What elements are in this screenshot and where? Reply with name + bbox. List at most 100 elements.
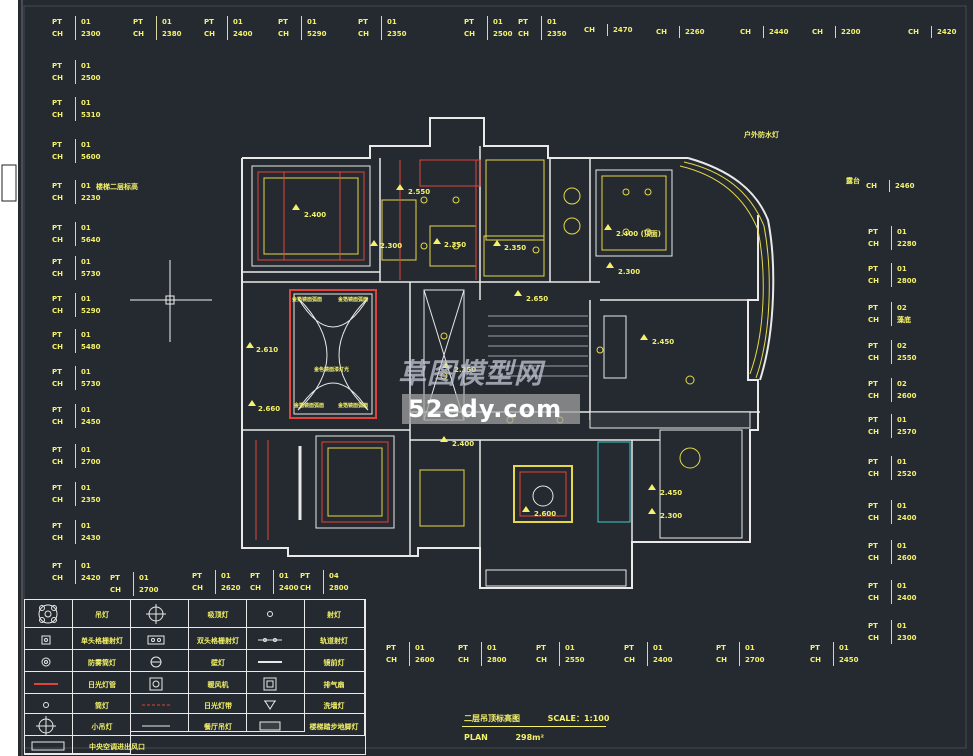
legend-label-ac-vent: 中央空调进出风口: [89, 743, 145, 751]
height-value: 2.400 (顶面): [616, 230, 661, 238]
height-value: 2.350: [444, 241, 467, 249]
legend-label-chandelier: 吊灯: [95, 611, 109, 619]
height-value: 2.650: [526, 295, 549, 303]
drawing-title-text: 二层吊顶标高图: [464, 714, 520, 723]
height-value: 2.300: [660, 512, 683, 520]
height-markers: [246, 184, 656, 514]
height-value: 2.600: [534, 510, 557, 518]
edge-marker: [1, 164, 17, 202]
height-value: 2.450: [652, 338, 675, 346]
watermark-url-box: 52edy.com: [402, 394, 580, 424]
legend-label-ceiling-lamp: 吸顶灯: [207, 611, 229, 619]
height-value: 2.400: [452, 440, 475, 448]
legend-label-spotlight: 射灯: [327, 611, 341, 619]
corridor-band: [589, 411, 751, 429]
exterior-walls: [241, 117, 775, 589]
stair-note: 楼梯二层标高: [96, 183, 138, 191]
legend-label-downlight: 筒灯: [95, 702, 109, 710]
ceiling-label-4: 金箔镜面弧面: [294, 403, 325, 409]
crosshair-cursor-icon: [130, 260, 212, 342]
legend-icons: [31, 604, 282, 751]
lighting-legend: 吊灯 吸顶灯 射灯 单头格栅射灯 双头格栅射灯 轨道射灯 防雾筒灯 壁灯 镜前灯…: [24, 599, 366, 755]
legend-label-wall-lamp: 壁灯: [211, 659, 225, 667]
watermark-text: 草图模型网: [398, 357, 544, 390]
height-value: 2.610: [256, 346, 279, 354]
terrace-label: 露台: [846, 177, 860, 185]
legend-label-heater: 暖风机: [207, 681, 229, 689]
drawing-scale: SCALE：1:100: [547, 714, 610, 723]
drawing-title: 二层吊顶标高图 SCALE：1:100: [464, 713, 609, 724]
ceiling-label-1: 金箔镜面弧面: [292, 297, 323, 303]
legend-label-step-light: 楼梯踏步地脚灯: [309, 723, 359, 731]
legend-label-fluorescent-tube: 日光灯管: [88, 681, 116, 689]
legend-label-wall-washer: 洗墙灯: [323, 702, 345, 710]
height-value: 2.300: [618, 268, 641, 276]
ceiling-outlines: [251, 159, 743, 587]
watermark-url: 52edy.com: [408, 395, 563, 423]
ceiling-label-5: 金箔镜面弧面: [338, 403, 369, 409]
balcony-note: 户外防水灯: [744, 131, 779, 139]
legend-label-light-strip: 日光灯带: [204, 702, 232, 710]
plan-area: 298m²: [515, 733, 544, 742]
plan-label: PLAN: [464, 733, 488, 742]
height-value: 2.300: [380, 242, 403, 250]
height-value: 2.450: [660, 489, 683, 497]
legend-label-dining-pendant: 餐厅吊灯: [204, 723, 232, 731]
legend-label-single-grille: 单头格栅射灯: [81, 637, 123, 645]
stair-hatch: [488, 315, 588, 377]
legend-label-track-spotlight: 轨道射灯: [320, 637, 348, 645]
height-value: 2.400: [304, 211, 327, 219]
legend-label-exhaust-fan: 排气扇: [323, 681, 345, 689]
height-value: 2.350: [504, 244, 527, 252]
legend-label-mirror-light: 镜前灯: [323, 659, 345, 667]
legend-label-double-grille: 双头格栅射灯: [197, 637, 239, 645]
ceiling-label-3: 金色镜面漆灯光: [314, 367, 350, 373]
height-value: 2.660: [258, 405, 281, 413]
height-value: 2.550: [408, 188, 431, 196]
legend-label-small-pendant: 小吊灯: [91, 723, 113, 731]
ceiling-label-2: 金箔镜面弧面: [338, 297, 369, 303]
